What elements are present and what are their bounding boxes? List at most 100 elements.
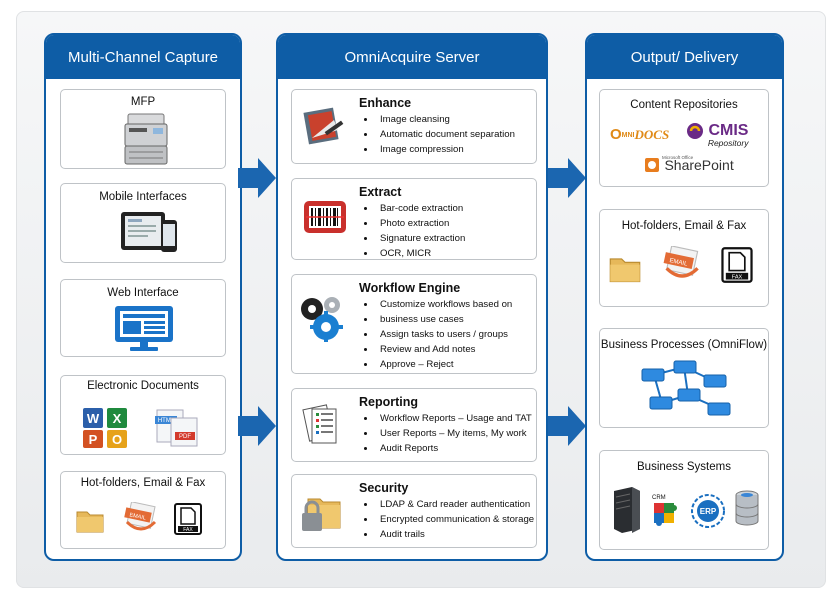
arrow-right-icon [238, 406, 276, 446]
office-documents-icon: W X P O [83, 408, 127, 448]
outlook-letter: O [112, 432, 122, 447]
section-title: Enhance [359, 96, 412, 110]
section-bullets: Workflow Reports – Usage and TAT User Re… [364, 411, 532, 456]
capture-column-title: Multi-Channel Capture [46, 35, 240, 79]
sharepoint-logo-small: Microsoft Office [662, 155, 694, 160]
bullet-item: Assign tasks to users / groups [364, 327, 512, 342]
email-label: EMAIL [669, 258, 689, 268]
bullet-item: Customize workflows based on [364, 297, 512, 312]
arrow-right-icon [548, 406, 586, 446]
pdf-label: PDF [179, 434, 191, 440]
email-label: EMAIL [129, 512, 146, 521]
section-bullets: Bar-code extraction Photo extraction Sig… [364, 201, 465, 261]
cmis-logo-sub: Repository [707, 138, 749, 149]
output-column-title: Output/ Delivery [587, 35, 782, 79]
enhance-icon [303, 107, 344, 145]
server-box-reporting: Reporting Workflow Reports – Usage and T… [291, 388, 537, 462]
fax-icon: FAX [174, 503, 202, 535]
bullet-item: Audit Reports [364, 441, 532, 456]
bullet-item: Photo extraction [364, 216, 465, 231]
capture-box-label: Web Interface [107, 287, 179, 299]
capture-box-label: MFP [130, 96, 156, 108]
ppt-letter: P [89, 432, 98, 447]
email-icon: EMAIL [663, 246, 699, 278]
omnidocs-logo-o: O [610, 126, 622, 143]
sharepoint-logo-text: SharePoint [664, 157, 734, 173]
section-bullets: Image cleansing Automatic document separ… [364, 112, 515, 157]
omnidocs-logo: OMNIDOCS [610, 126, 669, 143]
section-title: Security [359, 481, 409, 495]
server-box-extract: Extract Bar-code extraction Photo extrac… [291, 178, 537, 260]
server-rack-icon [614, 487, 640, 533]
bullet-item: Audit trails [364, 527, 534, 542]
section-bullets: Customize workflows based on business us… [364, 297, 512, 372]
cmis-mark-icon [687, 123, 703, 139]
cmis-logo: CMIS Repository [686, 122, 748, 148]
fax-label: FAX [732, 274, 743, 280]
capture-box-mfp: MFP [60, 89, 226, 169]
section-bullets: LDAP & Card reader authentication Encryp… [364, 497, 534, 542]
monitor-icon [115, 306, 173, 351]
cmis-logo-text: CMIS [708, 122, 749, 139]
fax-label: FAX [183, 527, 193, 533]
bullet-item: Encrypted communication & storage [364, 512, 534, 527]
bullet-item: Review and Add notes [364, 342, 512, 357]
bullet-item: OCR, MICR [364, 246, 465, 261]
bullet-item: Bar-code extraction [364, 201, 465, 216]
capture-box-label: Mobile Interfaces [99, 191, 187, 203]
word-letter: W [87, 411, 100, 426]
reports-icon [302, 404, 337, 444]
folder-icon [76, 511, 104, 533]
server-box-enhance: Enhance Image cleansing Automatic docume… [291, 89, 537, 164]
bullet-item: Signature extraction [364, 231, 465, 246]
output-box-processes: Business Processes (OmniFlow) [599, 328, 769, 428]
capture-box-web: Web Interface [60, 279, 226, 357]
output-box-label: Business Processes (OmniFlow) [600, 339, 768, 351]
lock-folder-icon [302, 498, 341, 531]
output-box-label: Hot-folders, Email & Fax [621, 220, 747, 232]
output-box-hotfolders: Hot-folders, Email & Fax EMAIL FAX [599, 209, 769, 307]
server-box-security: Security LDAP & Card reader authenticati… [291, 474, 537, 548]
excel-letter: X [113, 411, 122, 426]
printer-icon [124, 113, 168, 165]
crm-puzzle-icon: CRM [652, 495, 677, 526]
barcode-icon [304, 201, 346, 233]
server-box-workflow: Workflow Engine Customize workflows base… [291, 274, 537, 374]
crm-label: CRM [652, 495, 666, 501]
capture-box-edocs: Electronic Documents W X P O HTML PDF [60, 375, 226, 455]
folder-icon [609, 258, 641, 283]
server-column-title: OmniAcquire Server [278, 35, 546, 79]
html-label: HTML [158, 418, 175, 424]
html-pdf-icon: HTML PDF [155, 409, 198, 447]
output-box-repositories: Content Repositories OMNIDOCS CMIS Repos… [599, 89, 769, 187]
bullet-item: Approve – Reject [364, 357, 512, 372]
section-title: Extract [359, 185, 402, 199]
sharepoint-logo: Microsoft Office SharePoint [644, 155, 734, 174]
process-flow-icon [641, 360, 731, 416]
sharepoint-mark-icon [645, 158, 659, 172]
capture-box-label: Electronic Documents [87, 380, 199, 392]
erp-icon: ERP [691, 494, 725, 528]
omnidocs-logo-docs: DOCS [634, 127, 670, 142]
gears-icon [301, 297, 343, 342]
bullet-item: Workflow Reports – Usage and TAT [364, 411, 532, 426]
omnidocs-logo-mni: MNI [621, 132, 635, 140]
output-box-label: Content Repositories [630, 99, 738, 111]
erp-label: ERP [700, 507, 717, 516]
bullet-item: LDAP & Card reader authentication [364, 497, 534, 512]
arrow-right-icon [548, 158, 586, 198]
bullet-item: User Reports – My items, My work [364, 426, 532, 441]
email-icon: EMAIL [124, 502, 157, 531]
capture-box-mobile: Mobile Interfaces [60, 183, 226, 263]
section-title: Workflow Engine [359, 281, 461, 295]
bullet-item: Image compression [364, 142, 515, 157]
bullet-item: Image cleansing [364, 112, 515, 127]
bullet-item: business use cases [364, 312, 512, 327]
output-box-label: Business Systems [637, 461, 731, 473]
arrow-right-icon [238, 158, 276, 198]
section-title: Reporting [359, 395, 419, 409]
capture-box-label: Hot-folders, Email & Fax [80, 477, 206, 489]
bullet-item: Automatic document separation [364, 127, 515, 142]
output-box-systems: Business Systems CRM ERP [599, 450, 769, 550]
tablet-phone-icon [121, 212, 177, 252]
